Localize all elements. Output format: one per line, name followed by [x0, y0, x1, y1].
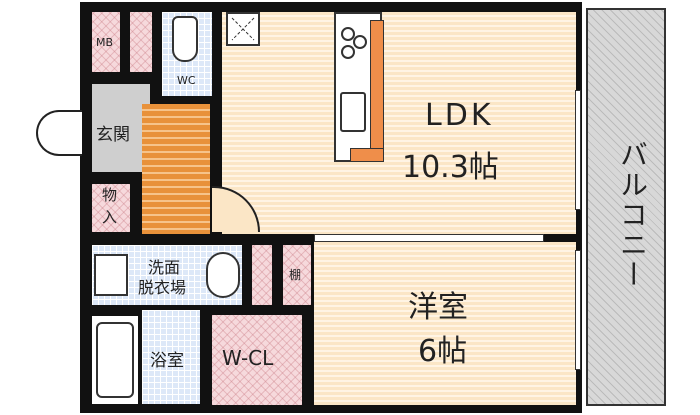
washroom-label-1: 洗面	[148, 258, 181, 277]
walk-in-closet	[212, 315, 302, 405]
hallway	[142, 104, 210, 234]
genkan-label: 玄関	[96, 125, 130, 145]
genkan	[92, 84, 150, 172]
western-room	[314, 242, 576, 405]
counter-bar-bottom	[350, 148, 384, 162]
counter-bar	[370, 20, 384, 160]
western-label: 洋室	[408, 290, 468, 325]
ldk-size: 10.3帖	[402, 150, 499, 185]
sliding-partition	[314, 234, 544, 242]
shelf-label: 棚	[289, 268, 302, 282]
ldk-label: LDK	[425, 98, 494, 133]
bathtub-icon	[96, 322, 134, 398]
western-size: 6帖	[418, 334, 468, 369]
window-western	[575, 250, 581, 370]
entrance-door	[36, 110, 82, 156]
balcony	[586, 8, 666, 406]
sink-icon	[340, 92, 366, 132]
mb-closet	[92, 12, 120, 72]
wc-label: WC	[177, 74, 196, 87]
washroom-label-2: 脱衣場	[138, 278, 187, 297]
bath-label: 浴室	[150, 351, 184, 371]
ldk-room	[222, 12, 576, 234]
stove-icon	[338, 22, 372, 62]
balcony-label: バルコニー	[616, 140, 649, 290]
mb-label: MB	[96, 36, 114, 49]
wcl-label: W-CL	[222, 346, 274, 370]
bathtub	[92, 316, 138, 404]
vent-icon	[226, 12, 260, 46]
washing-machine-icon	[206, 252, 240, 298]
storage-label: 物入	[102, 186, 118, 226]
window-ldk	[575, 90, 581, 210]
mb-closet-2	[130, 12, 152, 72]
bathroom	[142, 310, 200, 404]
storage-closet	[92, 184, 130, 232]
washbasin-icon	[94, 254, 128, 296]
shelf	[283, 245, 311, 305]
toilet-icon	[172, 16, 198, 62]
closet-small	[252, 245, 272, 305]
